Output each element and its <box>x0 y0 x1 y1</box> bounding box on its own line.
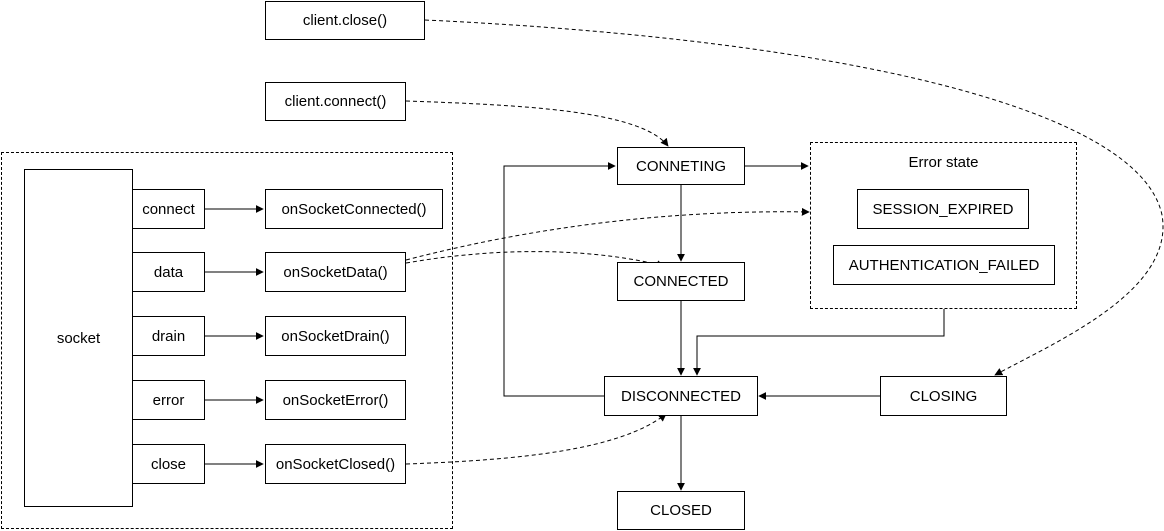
handler-on-socket-error: onSocketError() <box>265 380 406 420</box>
state-label: DISCONNECTED <box>620 387 741 405</box>
handler-on-socket-closed: onSocketClosed() <box>265 444 406 484</box>
arrow-disconnected-connecting <box>503 162 616 397</box>
client-connect-label: client.connect() <box>284 93 387 110</box>
socket-group <box>1 152 453 529</box>
state-connected: CONNECTED <box>617 262 745 301</box>
error-authentication-failed: AUTHENTICATION_FAILED <box>833 245 1055 285</box>
handler-label: onSocketConnected() <box>281 200 427 218</box>
event-error: error <box>132 380 205 420</box>
event-close: close <box>132 444 205 484</box>
state-label: CONNETING <box>636 157 726 175</box>
client-close-call: client.close() <box>265 1 425 40</box>
client-close-label: client.close() <box>302 12 388 29</box>
event-label: error <box>152 391 185 409</box>
event-label: drain <box>151 327 186 345</box>
client-connect-call: client.connect() <box>265 82 406 121</box>
handler-label: onSocketClosed() <box>275 455 396 473</box>
state-label: CLOSED <box>650 502 712 519</box>
handler-label: onSocketDrain() <box>281 327 390 345</box>
state-closing: CLOSING <box>880 376 1007 416</box>
error-label: AUTHENTICATION_FAILED <box>848 256 1040 274</box>
event-connect: connect <box>132 189 205 229</box>
handler-on-socket-drain: onSocketDrain() <box>265 316 406 356</box>
error-state-title: Error state <box>908 154 979 171</box>
error-state-group <box>810 142 1077 309</box>
arrow-error-disconnected <box>693 309 945 376</box>
handler-on-socket-data: onSocketData() <box>265 252 406 292</box>
state-label: CLOSING <box>909 387 978 405</box>
state-label: CONNECTED <box>633 273 729 290</box>
state-connecting: CONNETING <box>617 147 745 185</box>
error-label: SESSION_EXPIRED <box>872 200 1014 218</box>
arrow-data-error <box>405 207 810 261</box>
event-drain: drain <box>132 316 205 356</box>
arrow-data-connected <box>405 251 665 269</box>
handler-label: onSocketData() <box>283 263 388 281</box>
socket-box: socket <box>24 169 133 507</box>
event-data: data <box>132 252 205 292</box>
socket-label: socket <box>56 329 101 347</box>
state-disconnected: DISCONNECTED <box>604 376 758 416</box>
error-session-expired: SESSION_EXPIRED <box>857 189 1029 229</box>
arrow-closed-disconnected <box>405 413 667 465</box>
event-label: data <box>153 263 184 281</box>
event-label: connect <box>142 200 195 218</box>
handler-label: onSocketError() <box>282 391 389 409</box>
state-closed: CLOSED <box>617 491 745 530</box>
arrow-connect-call <box>405 100 669 147</box>
arrow-close-call <box>424 19 1164 376</box>
event-label: close <box>150 455 187 473</box>
handler-on-socket-connected: onSocketConnected() <box>265 189 443 229</box>
